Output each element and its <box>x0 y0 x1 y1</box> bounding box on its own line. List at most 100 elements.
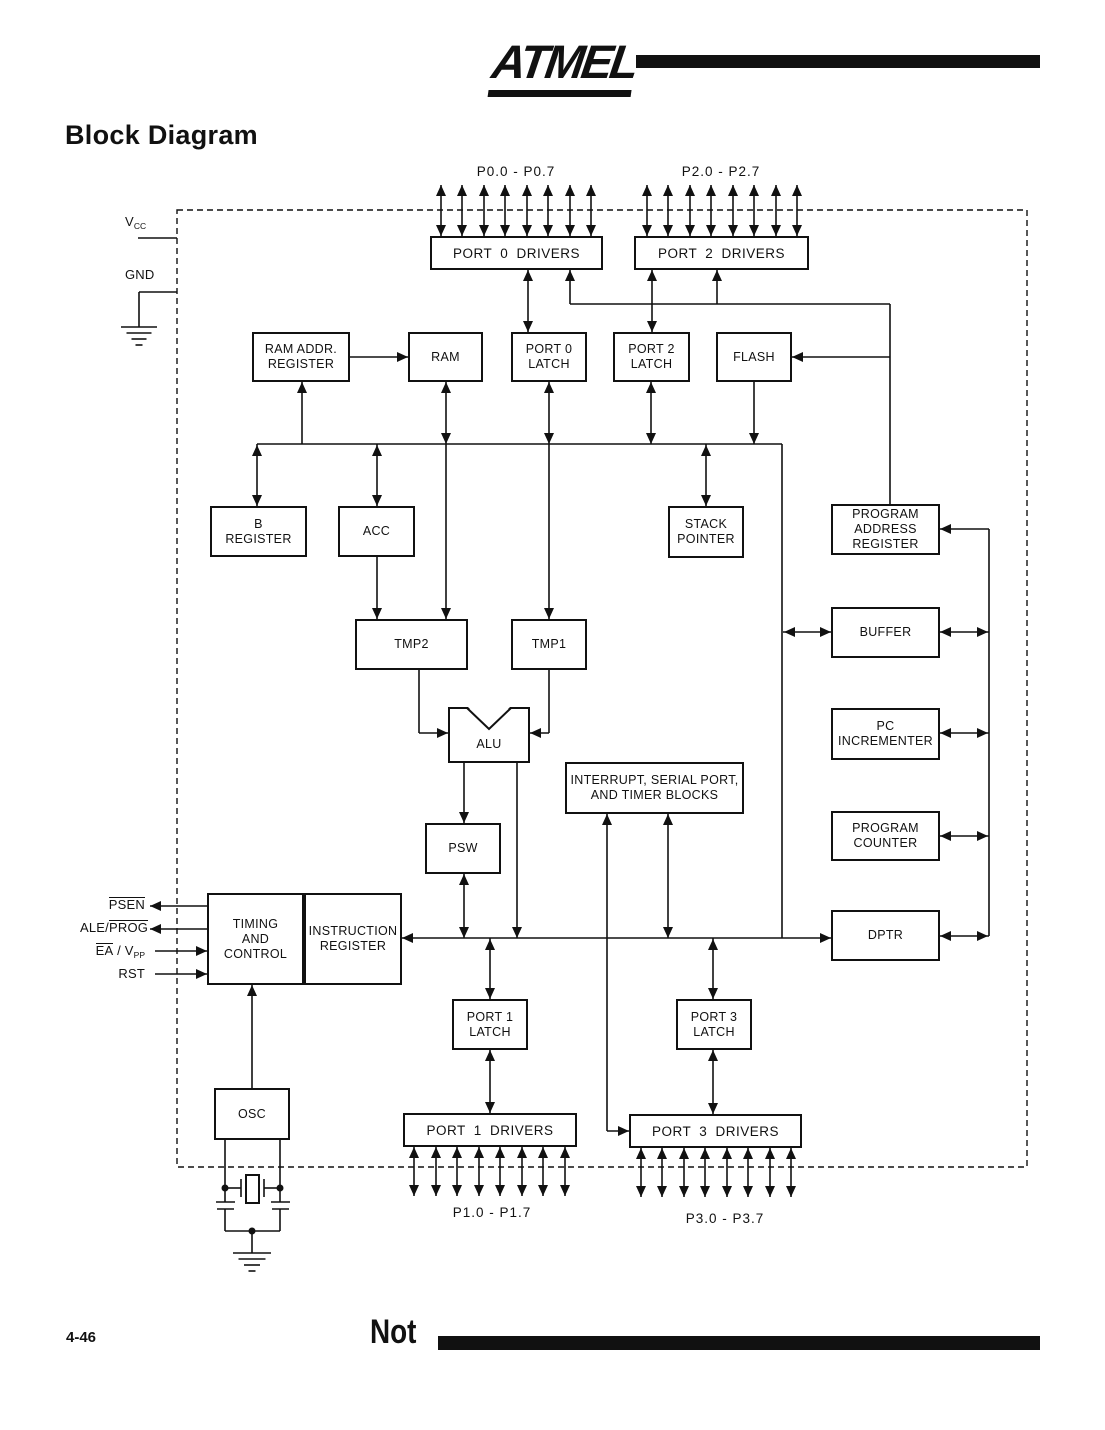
box-label: PORT 1 <box>466 1009 514 1024</box>
junction-dot <box>221 1184 229 1192</box>
box-label: LATCH <box>469 1024 511 1039</box>
box-label: STACK <box>684 517 728 531</box>
box-label: PORT 2 <box>628 342 675 356</box>
box-label: REGISTER <box>319 939 387 953</box>
box-label: REGISTER <box>267 357 335 371</box>
box-port3-drivers: PORT 3 DRIVERS <box>629 1114 802 1148</box>
box-label: LATCH <box>693 1024 735 1039</box>
footer-rule <box>438 1336 1040 1350</box>
box-label: PORT 0 DRIVERS <box>452 245 581 261</box>
box-label: LATCH <box>528 357 570 371</box>
header-rule <box>636 55 1040 68</box>
pin-label-gnd: GND <box>125 267 175 282</box>
pin-label-segment: EA <box>95 943 114 958</box>
box-label: INCREMENTER <box>838 734 933 748</box>
port-range-label-p3-range: P3.0 - P3.7 <box>685 1211 765 1226</box>
pin-label-segment: PROG <box>108 920 149 935</box>
box-dptr: DPTR <box>831 910 940 961</box>
box-label: RAM <box>431 349 460 364</box>
pin-label-segment: V <box>125 214 134 229</box>
box-label: ADDRESS <box>854 522 917 536</box>
box-acc: ACC <box>338 506 415 557</box>
box-label: PORT 1 DRIVERS <box>426 1122 554 1138</box>
box-label: FLASH <box>733 349 775 364</box>
box-label: REGISTER <box>852 537 919 551</box>
box-label: REGISTER <box>225 531 292 546</box>
box-label: RAM ADDR. <box>264 342 338 356</box>
page-title: Block Diagram <box>65 120 258 150</box>
box-buffer: BUFFER <box>831 607 940 658</box>
box-osc: OSC <box>214 1088 290 1140</box>
box-label: COUNTER <box>853 836 918 850</box>
box-label: PROGRAM <box>852 821 919 835</box>
atmel-logo-text: ATMEL <box>487 34 640 97</box>
box-label: B <box>254 516 263 531</box>
port-range-label-p2-range: P2.0 - P2.7 <box>681 164 761 179</box>
crystal-symbol <box>245 1174 260 1204</box>
alu-notch <box>466 707 512 733</box>
box-port0-drivers: PORT 0 DRIVERS <box>430 236 603 270</box>
pin-label-segment: PP <box>133 950 145 960</box>
box-label: PORT 3 <box>690 1009 738 1024</box>
watermark-text: Not <box>370 1313 417 1351</box>
box-alu: ALU <box>448 707 530 763</box>
box-psw: PSW <box>425 823 501 874</box>
pin-label-segment: GND <box>125 267 155 282</box>
pin-label-segment: CC <box>133 221 147 231</box>
box-label: PROGRAM <box>852 507 919 521</box>
box-label: PORT 0 <box>525 342 573 356</box>
box-label: PSW <box>448 841 478 855</box>
pin-label-psen: PSEN <box>85 897 145 912</box>
box-label: LATCH <box>630 357 673 371</box>
box-label: ACC <box>362 524 391 538</box>
box-label: TMP2 <box>394 637 429 651</box>
pin-label-ea-vpp: EA / VPP <box>80 943 145 960</box>
box-label: CONTROL <box>223 946 288 961</box>
pin-label-segment: ALE/ <box>80 920 109 935</box>
port-range-label-p1-range: P1.0 - P1.7 <box>452 1205 532 1220</box>
pin-label-vcc: VCC <box>125 214 175 231</box>
box-label: TIMING <box>232 916 279 931</box>
pin-label-segment: / V <box>113 943 134 958</box>
box-label: INSTRUCTION <box>308 924 398 938</box>
box-flash: FLASH <box>716 332 792 382</box>
port-range-label-p0-range: P0.0 - P0.7 <box>476 164 556 179</box>
junction-dot <box>276 1184 284 1192</box>
page-number: 4-46 <box>66 1329 97 1346</box>
box-ram: RAM <box>408 332 483 382</box>
box-label: OSC <box>238 1106 266 1121</box>
box-tmp1: TMP1 <box>511 619 587 670</box>
box-label: PORT 2 DRIVERS <box>657 245 786 261</box>
box-tmp2: TMP2 <box>355 619 468 670</box>
pin-label-segment: RST <box>118 966 145 981</box>
box-label: TMP1 <box>531 637 567 651</box>
box-interrupt-serial-timer: INTERRUPT, SERIAL PORT,AND TIMER BLOCKS <box>565 762 744 814</box>
pin-label-ale-prog: ALE/PROG <box>80 920 149 935</box>
box-label: BUFFER <box>859 625 912 639</box>
box-label: INTERRUPT, SERIAL PORT, <box>570 773 739 787</box>
box-port2-drivers: PORT 2 DRIVERS <box>634 236 809 270</box>
box-label: PC <box>876 719 895 733</box>
box-port1-drivers: PORT 1 DRIVERS <box>403 1113 577 1147</box>
box-label: POINTER <box>677 532 735 546</box>
box-label: ALU <box>476 737 502 751</box>
pin-label-rst: RST <box>80 966 145 981</box>
box-label: DPTR <box>867 928 904 942</box>
box-label: AND <box>241 931 270 946</box>
box-ram-addr-register: RAM ADDR.REGISTER <box>252 332 350 382</box>
box-label: AND TIMER BLOCKS <box>590 788 719 802</box>
box-label: PORT 3 DRIVERS <box>651 1123 780 1139</box>
atmel-logo: ATMEL <box>487 34 640 97</box>
